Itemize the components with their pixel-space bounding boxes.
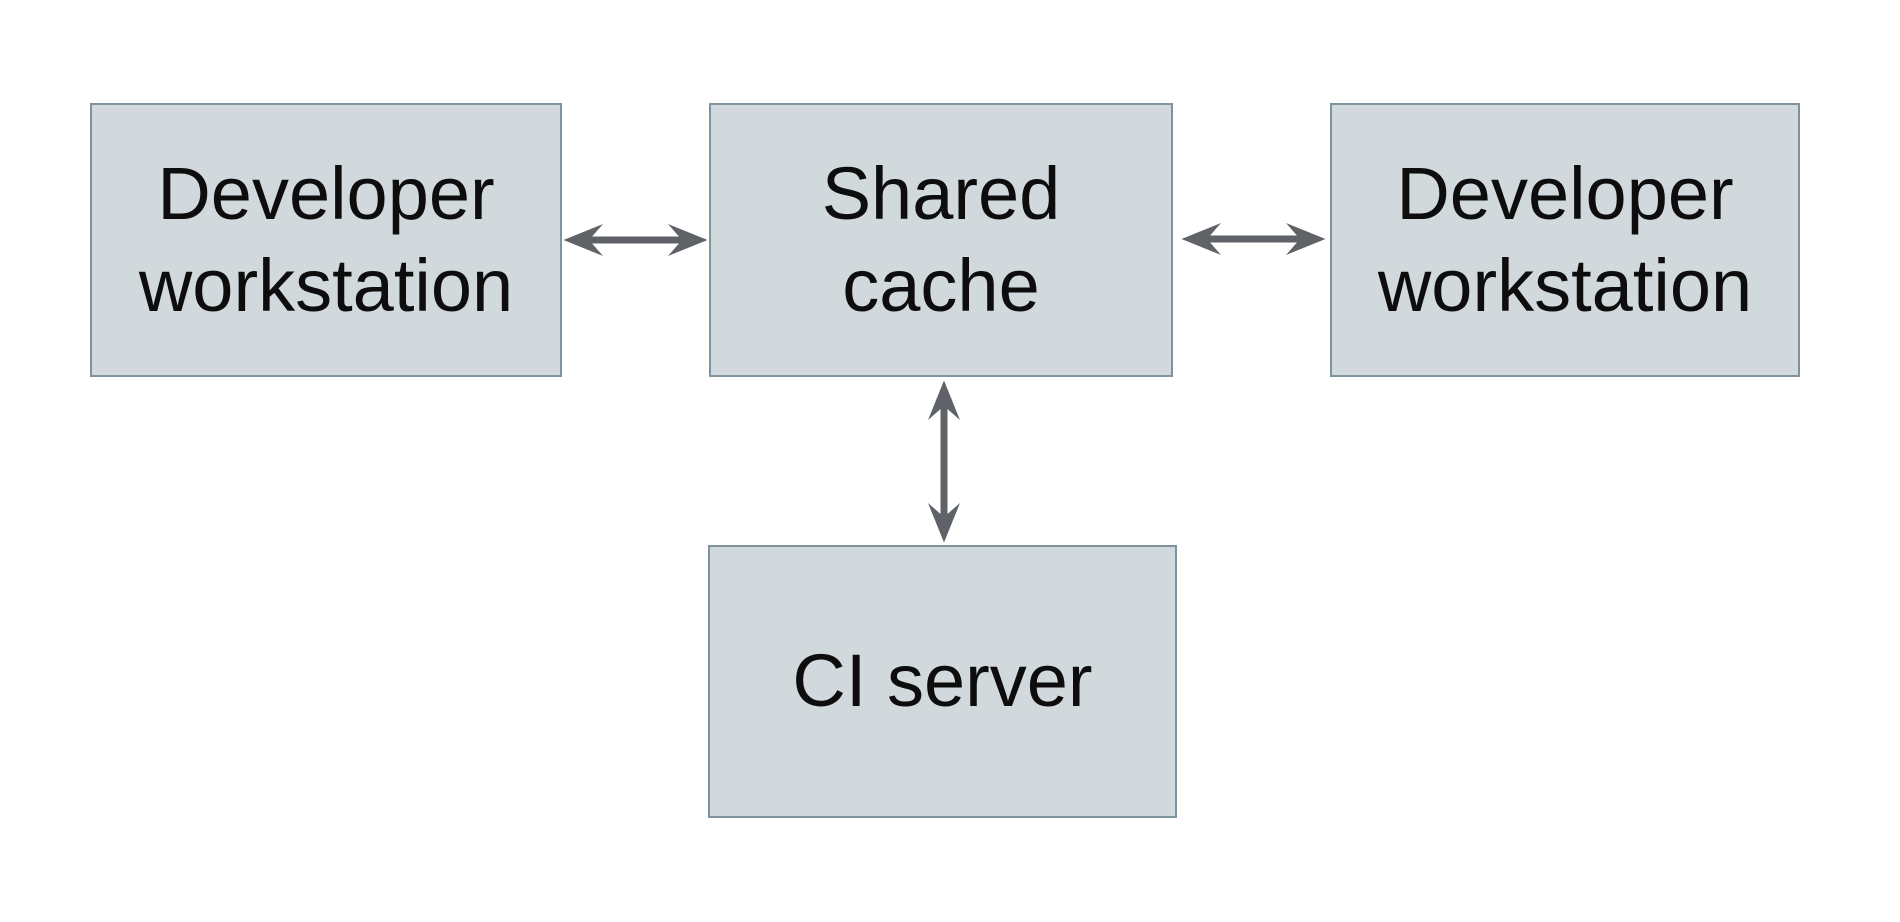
node-label: Shared cache bbox=[821, 151, 1061, 328]
node-developer-workstation-right: Developer workstation bbox=[1330, 103, 1800, 377]
double-headed-arrow-horizontal-icon bbox=[1181, 223, 1326, 255]
node-label: CI server bbox=[792, 639, 1093, 723]
node-developer-workstation-left: Developer workstation bbox=[90, 103, 562, 377]
node-ci-server: CI server bbox=[708, 545, 1177, 818]
double-arrow-cache-to-workstation-right bbox=[1181, 221, 1326, 257]
double-headed-arrow-vertical-icon bbox=[928, 380, 960, 543]
double-headed-arrow-horizontal-icon bbox=[563, 224, 708, 256]
node-label: Developer workstation bbox=[138, 151, 514, 328]
node-shared-cache: Shared cache bbox=[709, 103, 1173, 377]
double-arrow-cache-to-ci-server bbox=[926, 380, 962, 543]
node-label: Developer workstation bbox=[1377, 151, 1753, 328]
double-arrow-workstation-left-to-cache bbox=[563, 222, 708, 258]
